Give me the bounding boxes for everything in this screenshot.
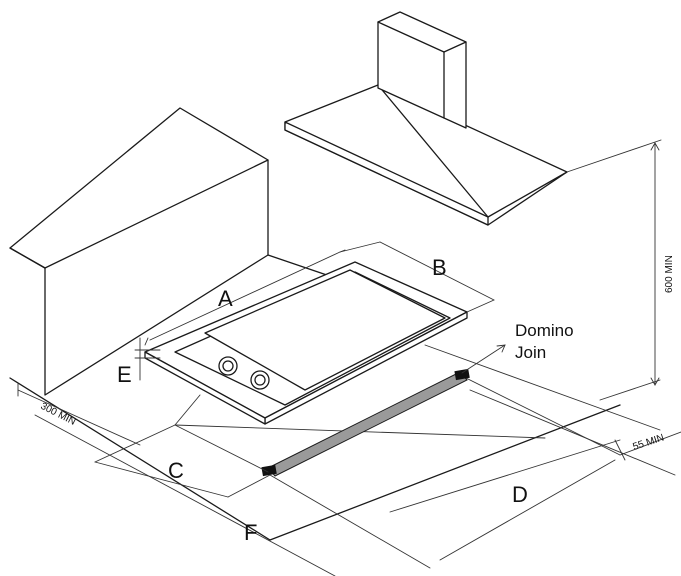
dimension-f-label: F <box>244 520 257 545</box>
dimension-600-min: 600 MIN <box>566 139 675 401</box>
dimension-a-label: A <box>218 286 233 311</box>
dimension-300-min-label: 300 MIN <box>39 401 78 428</box>
wall-cabinet <box>9 107 366 396</box>
domino-join-strip <box>174 368 470 477</box>
dimension-d: D <box>389 439 621 561</box>
dimension-600-min-label: 600 MIN <box>664 255 675 293</box>
domino-hob <box>144 261 468 425</box>
domino-label-line2: Join <box>515 343 546 362</box>
dimension-b: B <box>339 241 495 313</box>
dimension-e: E <box>117 337 161 387</box>
dimension-55-min-label: 55 MIN <box>632 432 666 452</box>
dimension-b-label: B <box>432 255 447 280</box>
dimension-c: C <box>94 424 271 498</box>
dimension-55-min: 55 MIN <box>614 431 681 461</box>
cooker-hood <box>284 11 568 226</box>
dimension-c-label: C <box>168 458 184 483</box>
domino-join-callout: Domino Join <box>461 321 574 374</box>
dimension-e-label: E <box>117 362 132 387</box>
dimension-d-label: D <box>512 482 528 507</box>
worktop-outline <box>9 344 676 569</box>
dimension-300-min: 300 MIN <box>17 383 141 446</box>
dimension-f: F <box>34 414 336 576</box>
domino-label-line1: Domino <box>515 321 574 340</box>
